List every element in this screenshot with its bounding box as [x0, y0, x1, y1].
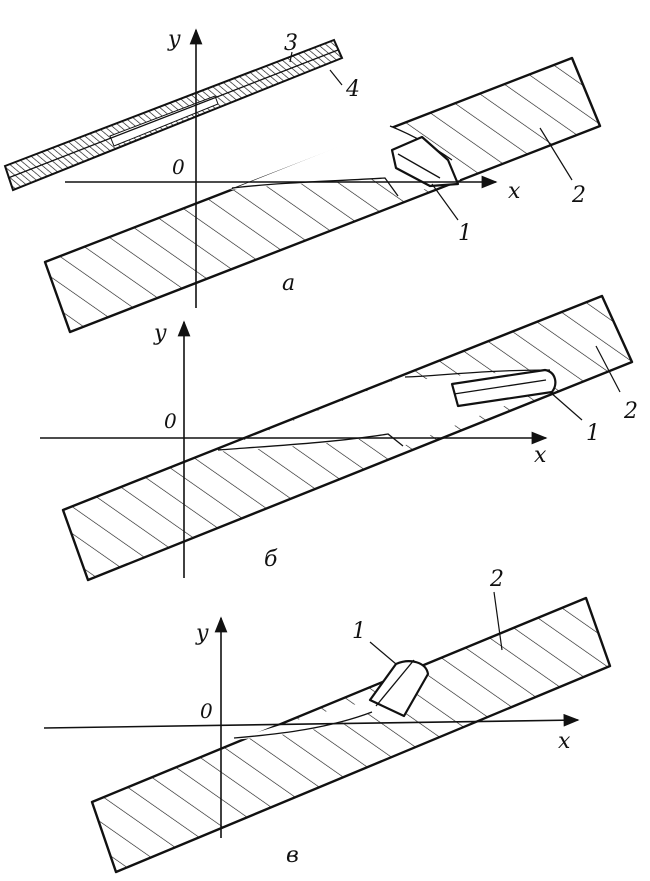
panel-a: y 0 x 1 2 3 4 a: [3, 27, 602, 334]
callout-4-a: 4: [345, 77, 360, 102]
callout-2-v: 2: [489, 567, 504, 592]
origin-label-v: 0: [200, 699, 213, 723]
y-axis-label-b: y: [153, 321, 167, 346]
workpiece-a: [43, 56, 602, 334]
workpiece-v: [90, 596, 612, 874]
panel-caption-v: в: [286, 843, 299, 868]
panel-caption-b: б: [264, 547, 278, 572]
x-axis-v: [43, 713, 580, 729]
callout-1-a: 1: [458, 221, 472, 246]
panel-b: y 0 x 1 2 б: [40, 294, 638, 582]
x-axis-label-v: x: [558, 729, 571, 754]
thin-plate: [3, 38, 344, 192]
callout-3-a: 3: [284, 31, 298, 56]
callout-2-b: 2: [623, 399, 638, 424]
callout-1-v: 1: [352, 619, 366, 644]
y-axis-label-v: y: [195, 621, 209, 646]
origin-label-a: 0: [172, 155, 185, 179]
cutting-tool-v: [368, 659, 430, 718]
callout-2-a: 2: [571, 183, 586, 208]
y-axis-label-a: y: [167, 27, 181, 52]
x-axis-label-b: x: [534, 443, 547, 468]
origin-label-b: 0: [164, 409, 177, 433]
callout-1-b: 1: [586, 421, 600, 446]
panel-caption-a: a: [282, 271, 295, 296]
cutting-tool-a: [390, 135, 460, 188]
panel-v: y 0 x 1 2 в: [43, 567, 612, 874]
x-axis-label-a: x: [508, 179, 521, 204]
cutting-tool-b: [450, 368, 557, 408]
